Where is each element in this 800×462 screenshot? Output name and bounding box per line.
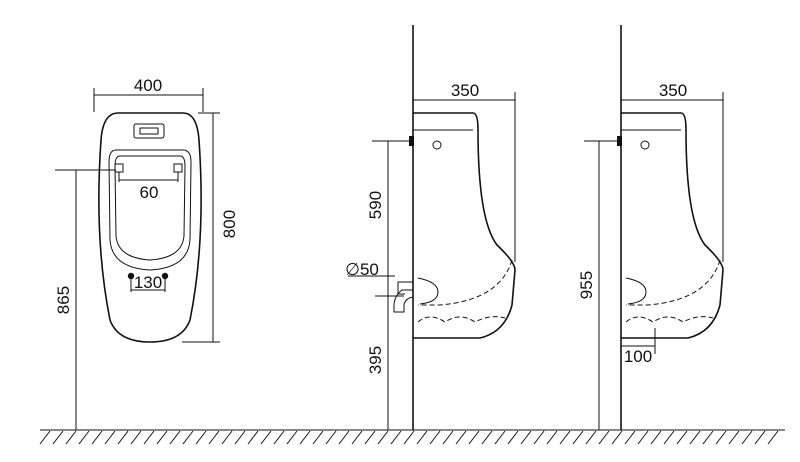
floor-hatch-stroke [91, 430, 103, 445]
floor-hatch-stroke [455, 430, 467, 445]
side-b-trap-curve [625, 277, 647, 305]
floor-hatch-stroke [299, 430, 311, 445]
side-a-pipe-upper [397, 281, 413, 295]
floor-hatch-stroke [403, 430, 415, 445]
sensor-window [133, 123, 165, 139]
spacing-60-label: 60 [140, 183, 159, 202]
floor-hatch-stroke [377, 430, 389, 445]
floor-hatch-stroke [429, 430, 441, 445]
floor-hatch-stroke [533, 430, 545, 445]
floor [39, 429, 785, 445]
lower-395-label: 395 [366, 346, 385, 374]
floor-hatch-stroke [559, 430, 571, 445]
width-400-label: 400 [134, 76, 162, 95]
floor-hatch-stroke [442, 430, 454, 445]
upper-590-label: 590 [366, 191, 385, 219]
floor-hatch-stroke [585, 430, 597, 445]
side-b-hidden-bottom [625, 316, 714, 323]
side-a-bracket [409, 136, 414, 146]
floor-hatch-stroke [273, 430, 285, 445]
urinal-front-bowl-inner [114, 155, 186, 261]
floor-hatch-stroke [182, 430, 194, 445]
floor-hatch-stroke [572, 430, 584, 445]
mount-865-label: 865 [54, 286, 73, 314]
floor-hatch-stroke [130, 430, 142, 445]
floor-hatch-stroke [754, 430, 766, 445]
floor-hatch-stroke [689, 430, 701, 445]
front-view: 60 130 400 800 865 [54, 76, 239, 430]
floor-hatch-stroke [663, 430, 675, 445]
side-a-hidden-trap [418, 259, 513, 306]
sensor-window-inner [139, 127, 159, 135]
floor-hatch-stroke [520, 430, 532, 445]
side-b-inlet-hole [640, 140, 650, 150]
floor-hatch-stroke [286, 430, 298, 445]
floor-hatch-stroke [611, 430, 623, 445]
urinal-front-outline [98, 112, 202, 343]
floor-hatch-stroke [351, 430, 363, 445]
bolt-right [161, 272, 169, 280]
side-a-trap-curve [417, 277, 439, 305]
bolt-left [127, 272, 135, 280]
floor-hatch-stroke [598, 430, 610, 445]
floor-hatch-stroke [767, 430, 779, 445]
floor-hatch-stroke [728, 430, 740, 445]
floor-hatch-stroke [156, 430, 168, 445]
floor-hatch-stroke [741, 430, 753, 445]
floor-hatch-stroke [117, 430, 129, 445]
side-a-inlet-hole [432, 140, 442, 150]
side-b-hidden-trap [626, 259, 721, 306]
floor-hatch-stroke [234, 430, 246, 445]
floor-hatch-stroke [325, 430, 337, 445]
floor-hatch-stroke [637, 430, 649, 445]
floor-hatch-stroke [247, 430, 259, 445]
floor-hatch-stroke [364, 430, 376, 445]
floor-hatch-stroke [195, 430, 207, 445]
floor-hatch-stroke [481, 430, 493, 445]
floor-hatch-stroke [546, 430, 558, 445]
floor-hatch-stroke [39, 430, 51, 445]
floor-hatch-stroke [143, 430, 155, 445]
height-800-label: 800 [220, 210, 239, 238]
side-view-a: ∅50 350 590 395 [345, 25, 516, 430]
side-a-hidden-bottom [417, 316, 506, 323]
side-b-depth-label: 350 [659, 81, 687, 100]
floor-hatch-stroke [52, 430, 64, 445]
total-955-label: 955 [577, 271, 596, 299]
floor-hatch-stroke [338, 430, 350, 445]
floor-hatch-stroke [104, 430, 116, 445]
floor-hatch-stroke [169, 430, 181, 445]
urinal-side-a-outline [413, 112, 516, 339]
side-view-b: 350 955 100 [577, 25, 724, 430]
floor-hatching [39, 430, 779, 445]
spacing-130-label: 130 [134, 273, 162, 292]
floor-hatch-stroke [312, 430, 324, 445]
floor-hatch-stroke [676, 430, 688, 445]
floor-hatch-stroke [494, 430, 506, 445]
urinal-front-bowl [108, 149, 192, 271]
floor-hatch-stroke [715, 430, 727, 445]
floor-hatch-stroke [624, 430, 636, 445]
pipe-diameter-label: ∅50 [345, 260, 379, 279]
side-b-bracket [617, 136, 622, 146]
floor-hatch-stroke [468, 430, 480, 445]
floor-hatch-stroke [221, 430, 233, 445]
urinal-side-b-outline [621, 112, 724, 339]
fixing-hole-right [173, 163, 183, 173]
floor-hatch-stroke [416, 430, 428, 445]
floor-hatch-stroke [260, 430, 272, 445]
floor-hatch-stroke [650, 430, 662, 445]
fixing-hole-left [114, 163, 124, 173]
side-a-depth-label: 350 [451, 81, 479, 100]
floor-hatch-stroke [507, 430, 519, 445]
offset-100-label: 100 [624, 347, 652, 366]
side-a-pipe-elbow [393, 289, 414, 313]
floor-hatch-stroke [208, 430, 220, 445]
floor-hatch-stroke [78, 430, 90, 445]
floor-hatch-stroke [702, 430, 714, 445]
floor-hatch-stroke [65, 430, 77, 445]
floor-hatch-stroke [390, 430, 402, 445]
